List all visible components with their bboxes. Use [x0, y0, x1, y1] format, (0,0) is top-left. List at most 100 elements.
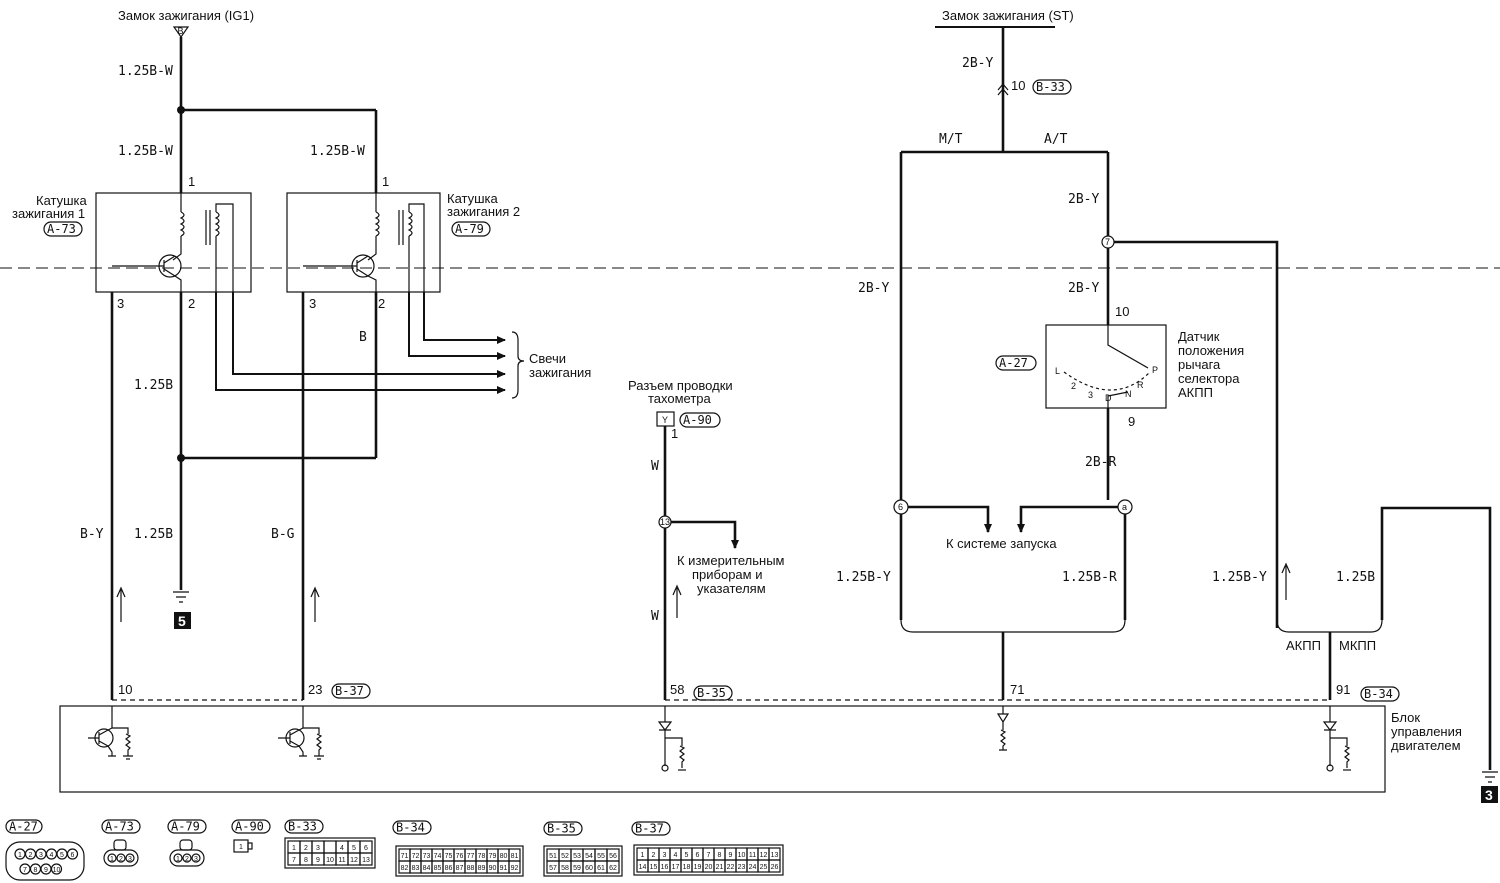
legend-pin: 25: [760, 864, 768, 871]
legend-pin: 18: [683, 864, 691, 871]
svg-text:B-37: B-37: [635, 822, 664, 836]
wire-label-bg: B-G: [271, 527, 295, 542]
label-mt: M/T: [939, 132, 963, 147]
svg-text:A-79: A-79: [455, 222, 484, 236]
legend-pin: 82: [401, 865, 409, 872]
svg-text:4: 4: [50, 852, 54, 859]
legend-pin: 4: [674, 852, 678, 859]
meters-label-line1: К измерительным: [677, 553, 785, 568]
legend-pin: 8: [718, 852, 722, 859]
legend-pin: 55: [597, 853, 605, 860]
ecu-label-line2: управления: [1391, 724, 1462, 739]
legend-pin: 12: [760, 852, 768, 859]
coil2-label-line2: зажигания 2: [447, 204, 520, 219]
legend-pin: 5: [352, 845, 356, 852]
ecu-label-line3: двигателем: [1391, 738, 1461, 753]
selector-position-l: L: [1055, 366, 1060, 376]
sensor-label-line4: селектора: [1178, 371, 1240, 386]
ecu-pin-23: 23: [308, 682, 322, 697]
legend-pin: 84: [423, 865, 431, 872]
legend-pin: 58: [561, 865, 569, 872]
legend-pin: 77: [467, 853, 475, 860]
engine-control-unit: [59, 705, 1386, 793]
legend-pin: 17: [672, 864, 680, 871]
sensor-label-line2: положения: [1178, 343, 1244, 358]
wire-label-at-lower: 1.25B-R: [1062, 570, 1117, 585]
selector-position-n: N: [1125, 389, 1132, 399]
junction-6: 6: [893, 499, 909, 515]
coil-signal-wires: [110, 292, 320, 700]
wire-label-sensor-out: 2B-R: [1085, 455, 1116, 470]
legend-pin: 10: [326, 857, 334, 864]
tacho-label-line2: тахометра: [648, 391, 712, 406]
label-mkpp: МКПП: [1339, 638, 1376, 653]
legend-pin: 53: [573, 853, 581, 860]
svg-text:A-73: A-73: [105, 820, 134, 834]
legend-pin: 3: [663, 852, 667, 859]
wire-label-coil2-feed: 1.25B-W: [310, 144, 365, 159]
svg-text:A-90: A-90: [235, 820, 264, 834]
label-at: A/T: [1044, 132, 1068, 147]
svg-text:6: 6: [71, 852, 75, 859]
legend-pin: 51: [549, 853, 557, 860]
ig1-terminal-marker: B: [172, 26, 190, 39]
legend-pin: 7: [707, 852, 711, 859]
spark-label-line2: зажигания: [529, 365, 591, 380]
meters-label-line2: приборам и: [692, 567, 762, 582]
coil2-pin-2: 2: [378, 296, 385, 311]
wire-label-akpp: 1.25B-Y: [1212, 570, 1267, 585]
legend-pin: 5: [685, 852, 689, 859]
svg-text:B: B: [178, 26, 184, 36]
connector-ref-a90: A-90: [679, 412, 721, 428]
st-wiring: [899, 27, 1498, 783]
ground-point-5: 5: [174, 612, 191, 629]
legend-pin: 19: [694, 864, 702, 871]
svg-text:B-37: B-37: [335, 684, 364, 698]
selector-position-3: 3: [1088, 390, 1093, 400]
legend-pin: 12: [350, 857, 358, 864]
svg-text:3: 3: [194, 856, 198, 863]
junction-13: 13: [658, 515, 672, 529]
selector-position-sensor: [1045, 324, 1167, 409]
legend-pin: 11: [338, 857, 345, 864]
legend-pin: 7: [292, 857, 296, 864]
legend-pin: 16: [661, 864, 669, 871]
svg-text:A-79: A-79: [171, 820, 200, 834]
legend-pin: 9: [729, 852, 733, 859]
svg-text:5: 5: [178, 613, 186, 629]
legend-label-b34: B-34: [392, 820, 432, 835]
svg-text:3: 3: [39, 852, 43, 859]
legend-pin: 73: [423, 853, 431, 860]
junction-7: 7: [1101, 235, 1115, 249]
legend-pin: 6: [364, 845, 368, 852]
coil1-label-line2: зажигания 1: [12, 206, 85, 221]
legend-pin: 74: [434, 853, 442, 860]
svg-text:7: 7: [1105, 237, 1110, 247]
legend-pin: 2: [304, 845, 308, 852]
ecu-label-line1: Блок: [1391, 710, 1420, 725]
svg-text:1: 1: [18, 852, 22, 859]
tacho-label-line1: Разъем проводки: [628, 378, 733, 393]
svg-text:8: 8: [34, 867, 38, 874]
ecu-pin-10: 10: [118, 682, 132, 697]
st-switch-label: Замок зажигания (ST): [942, 8, 1074, 23]
legend-pin: 56: [609, 853, 617, 860]
spark-plug-wires: [215, 292, 525, 399]
legend-pin: 1: [292, 845, 296, 852]
spark-label-line1: Свечи: [529, 351, 566, 366]
legend-pin: 13: [362, 857, 370, 864]
legend-connector-a90: 1: [233, 839, 253, 853]
legend-pin: 2: [652, 852, 656, 859]
ecu-pin-71: 71: [1010, 682, 1024, 697]
legend-pin: 9: [316, 857, 320, 864]
svg-text:13: 13: [660, 517, 670, 527]
ig1-wiring: [177, 37, 378, 193]
coil2-label-line1: Катушка: [447, 191, 499, 206]
legend-pin: 92: [511, 865, 519, 872]
